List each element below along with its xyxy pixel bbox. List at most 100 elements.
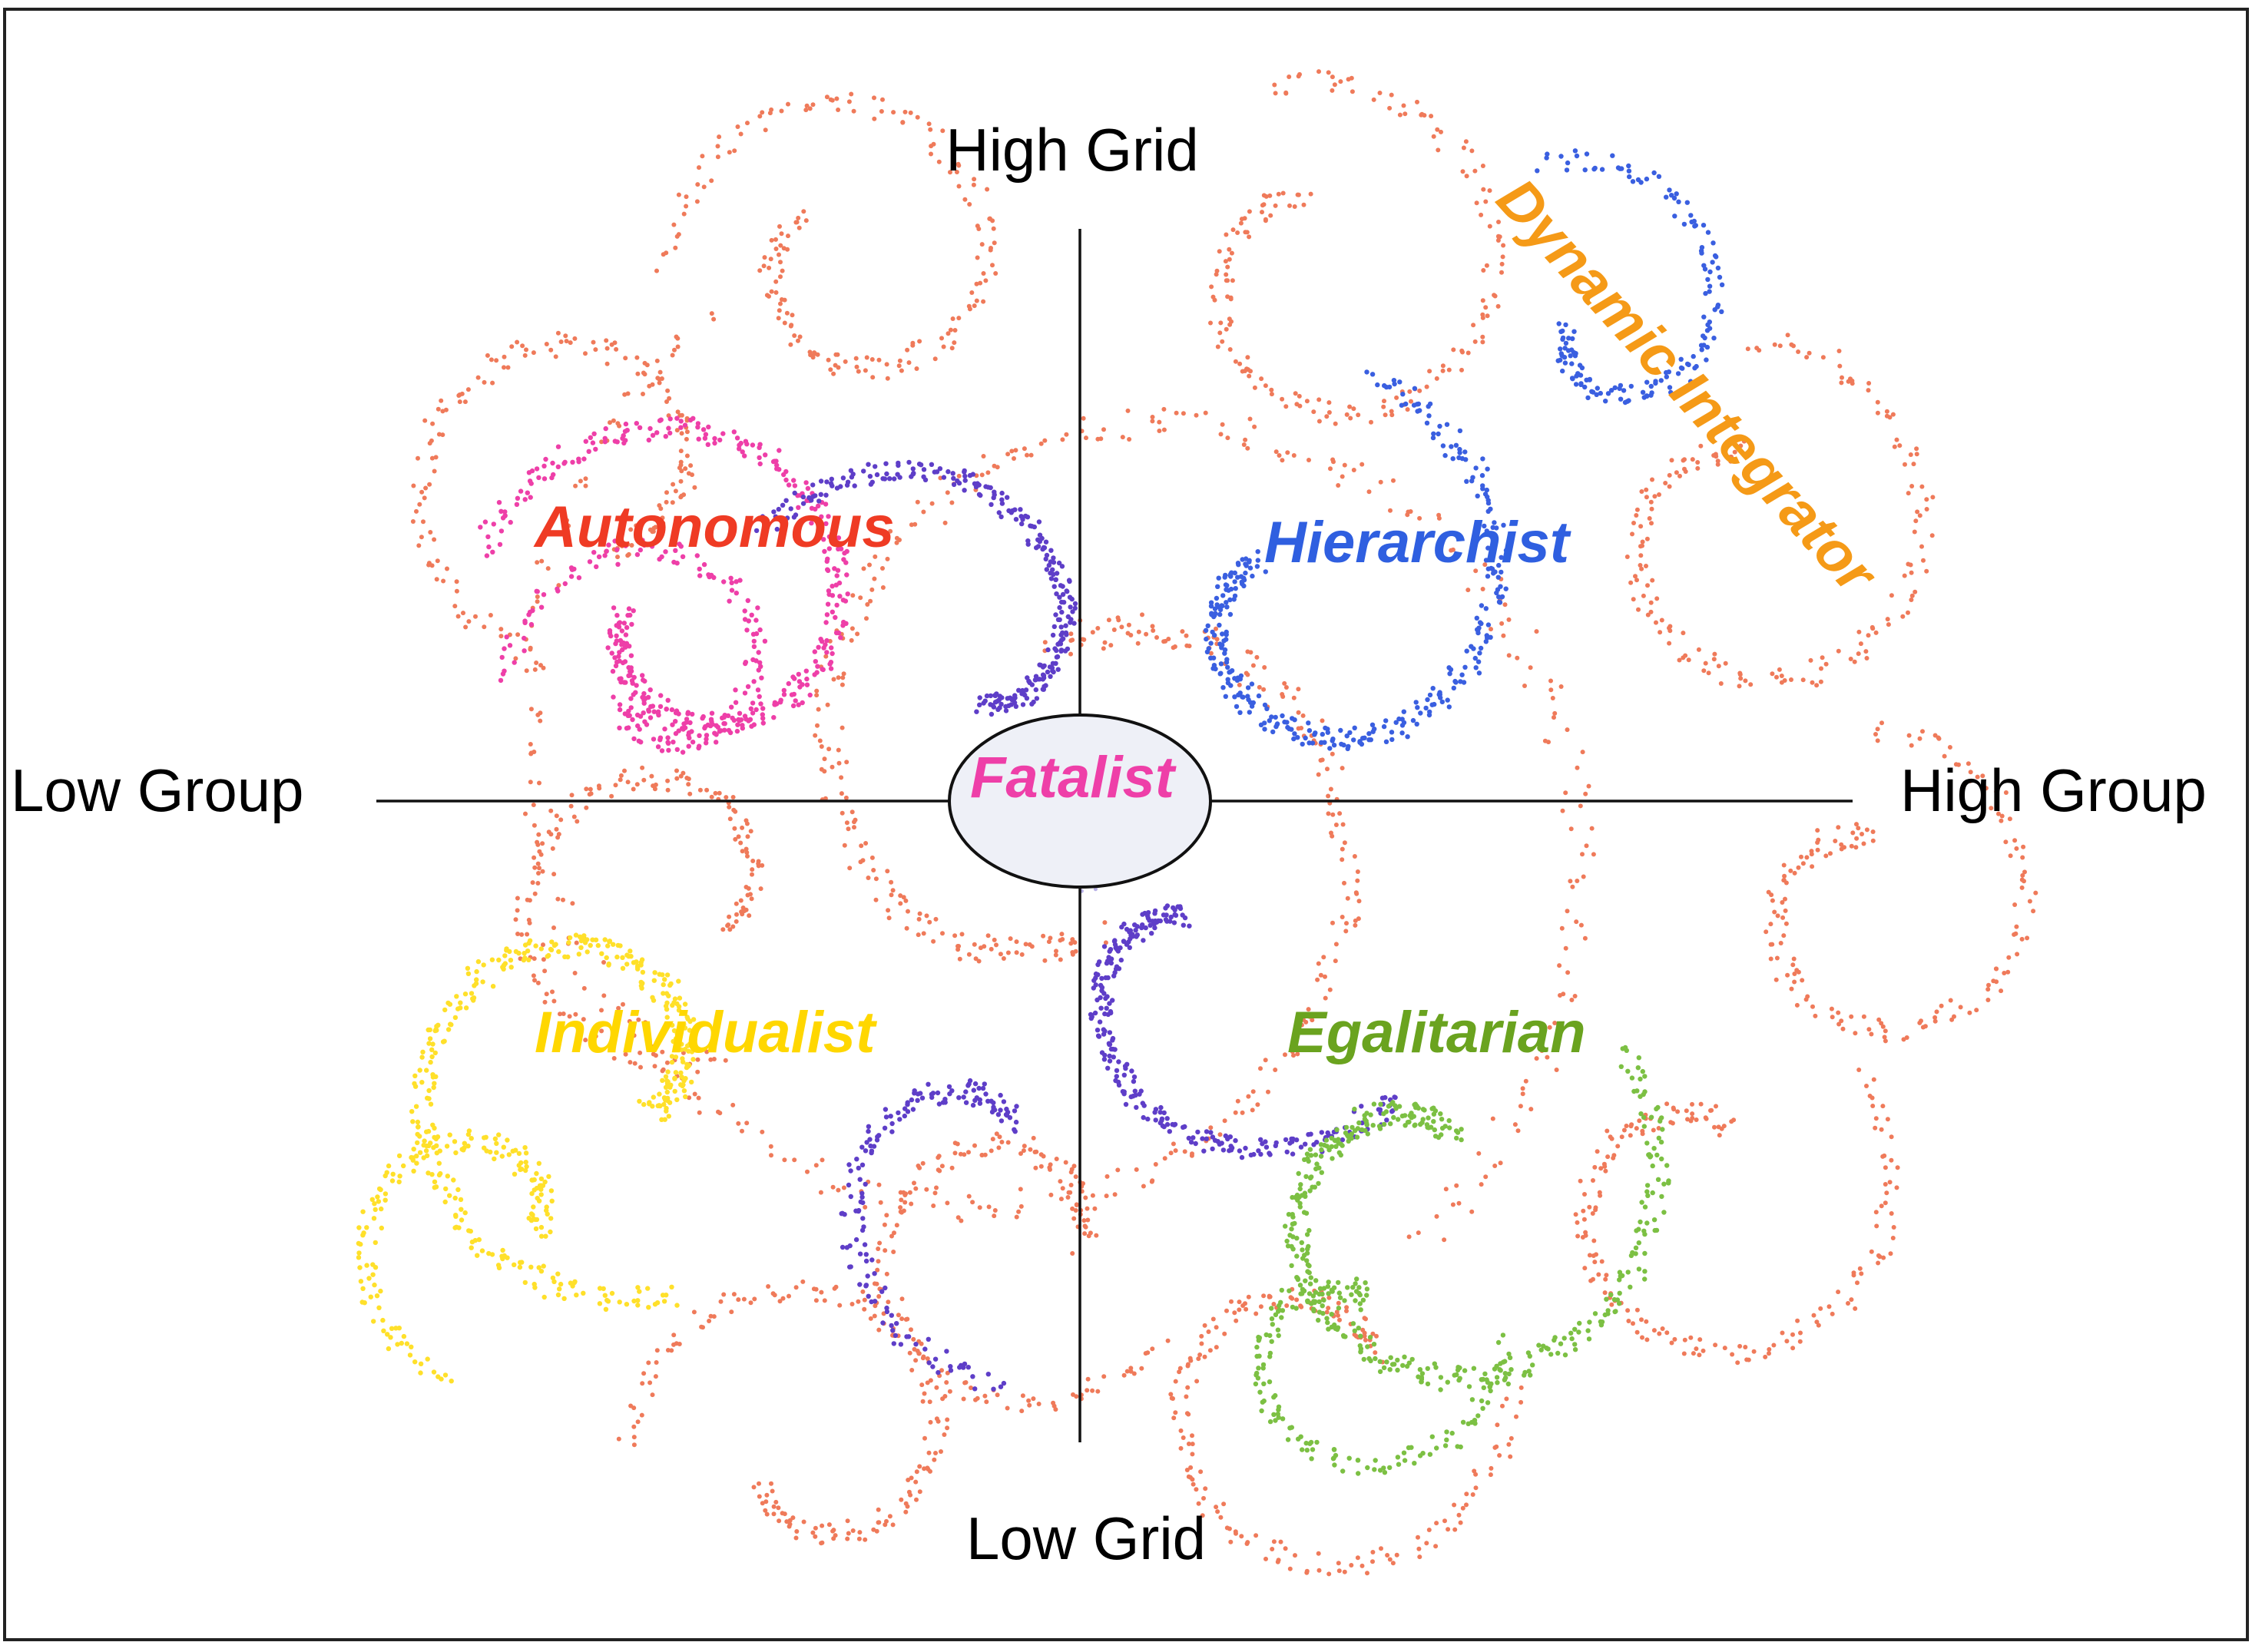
swirl-dot — [432, 537, 437, 542]
swirl-dot — [1085, 1217, 1091, 1223]
swirl-dot — [1714, 1104, 1718, 1109]
swirl-dot — [901, 1208, 906, 1213]
swirl-dot — [963, 1380, 969, 1385]
swirl-dot — [1228, 296, 1234, 302]
swirl-dot — [1585, 395, 1591, 401]
swirl-dot — [1427, 369, 1432, 374]
swirl-dot — [1464, 174, 1469, 179]
swirl-dot — [1474, 200, 1479, 206]
swirl-dot — [1747, 442, 1753, 446]
swirl-dot — [429, 1172, 435, 1177]
swirl-dot — [869, 1257, 875, 1263]
swirl-dot — [1772, 909, 1777, 915]
swirl-dot — [1072, 601, 1078, 607]
swirl-dot — [1660, 1127, 1665, 1132]
swirl-dot — [880, 566, 885, 571]
swirl-dot — [824, 479, 830, 485]
swirl-dot — [549, 1198, 555, 1204]
swirl-dot — [777, 1518, 782, 1524]
swirl-dot — [876, 1520, 882, 1525]
swirl-dot — [1295, 735, 1300, 740]
swirl-dot — [937, 1168, 942, 1174]
swirl-dot — [1780, 1330, 1785, 1336]
swirl-dot — [1914, 446, 1919, 452]
swirl-dot — [972, 1386, 978, 1392]
swirl-dot — [870, 375, 876, 380]
swirl-dot — [1442, 452, 1448, 459]
swirl-dot — [1573, 1212, 1578, 1217]
swirl-dot — [1789, 677, 1793, 682]
swirl-dot — [914, 1497, 919, 1502]
swirl-dot — [433, 455, 439, 460]
swirl-dot — [1920, 1025, 1926, 1030]
swirl-dot — [638, 1050, 643, 1055]
swirl-dot — [1460, 169, 1465, 174]
swirl-dot — [1043, 556, 1048, 562]
swirl-dot — [1273, 714, 1278, 720]
swirl-dot — [631, 1033, 637, 1038]
swirl-dot — [634, 782, 640, 787]
swirl-dot — [975, 255, 980, 260]
swirl-dot — [1373, 1350, 1378, 1356]
swirl-dot — [734, 912, 739, 917]
swirl-dot — [843, 560, 849, 565]
swirl-dot — [525, 490, 530, 495]
swirl-dot — [1718, 681, 1724, 686]
swirl-dot — [1152, 918, 1158, 924]
swirl-dot — [1446, 1117, 1452, 1124]
swirl-dot — [820, 667, 825, 672]
swirl-dot — [1459, 672, 1465, 677]
swirl-dot — [1919, 544, 1924, 549]
swirl-dot — [976, 482, 982, 488]
swirl-dot — [1247, 710, 1253, 715]
swirl-dot — [1058, 1197, 1064, 1202]
swirl-dot — [709, 710, 715, 716]
swirl-dot — [861, 1224, 866, 1230]
swirl-dot — [1636, 1266, 1642, 1272]
swirl-dot — [585, 949, 590, 955]
swirl-dot — [1235, 561, 1241, 566]
swirl-dot — [1184, 1394, 1189, 1399]
swirl-dot — [1097, 1019, 1103, 1025]
swirl-dot — [659, 748, 665, 753]
swirl-dot — [951, 482, 957, 488]
swirl-dot — [890, 1328, 896, 1333]
swirl-dot — [727, 150, 732, 155]
swirl-dot — [2020, 855, 2025, 860]
swirl-dot — [631, 692, 636, 697]
swirl-dot — [1012, 1127, 1017, 1133]
swirl-dot — [535, 599, 540, 604]
swirl-dot — [672, 1088, 677, 1094]
swirl-dot — [629, 621, 634, 627]
swirl-dot — [1434, 1213, 1439, 1219]
swirl-dot — [1618, 1273, 1624, 1280]
swirl-dot — [1485, 574, 1491, 579]
swirl-dot — [1699, 347, 1704, 353]
swirl-dot — [822, 756, 827, 762]
swirl-dot — [1548, 678, 1553, 684]
swirl-dot — [393, 1326, 399, 1331]
swirl-dot — [1362, 1113, 1367, 1118]
swirl-dot — [674, 768, 679, 773]
swirl-dot — [1619, 1134, 1624, 1140]
swirl-dot — [1772, 342, 1777, 347]
swirl-dot — [1066, 1190, 1071, 1195]
swirl-dot — [1415, 99, 1419, 104]
swirl-dot — [429, 1047, 435, 1053]
swirl-dot — [757, 445, 762, 450]
swirl-dot — [1394, 1552, 1399, 1558]
swirl-dot — [588, 435, 593, 440]
swirl-dot — [961, 1365, 966, 1370]
swirl-dot — [776, 316, 781, 321]
swirl-dot — [424, 1143, 429, 1149]
swirl-dot — [1340, 822, 1346, 827]
swirl-dot — [753, 658, 759, 664]
swirl-dot — [1280, 713, 1285, 719]
swirl-dot — [867, 562, 872, 568]
swirl-dot — [674, 1303, 680, 1308]
swirl-dot — [780, 268, 785, 273]
swirl-dot — [1345, 896, 1350, 901]
swirl-dot — [1811, 1313, 1817, 1318]
swirl-dot — [1389, 737, 1395, 743]
swirl-dot — [1099, 975, 1104, 982]
